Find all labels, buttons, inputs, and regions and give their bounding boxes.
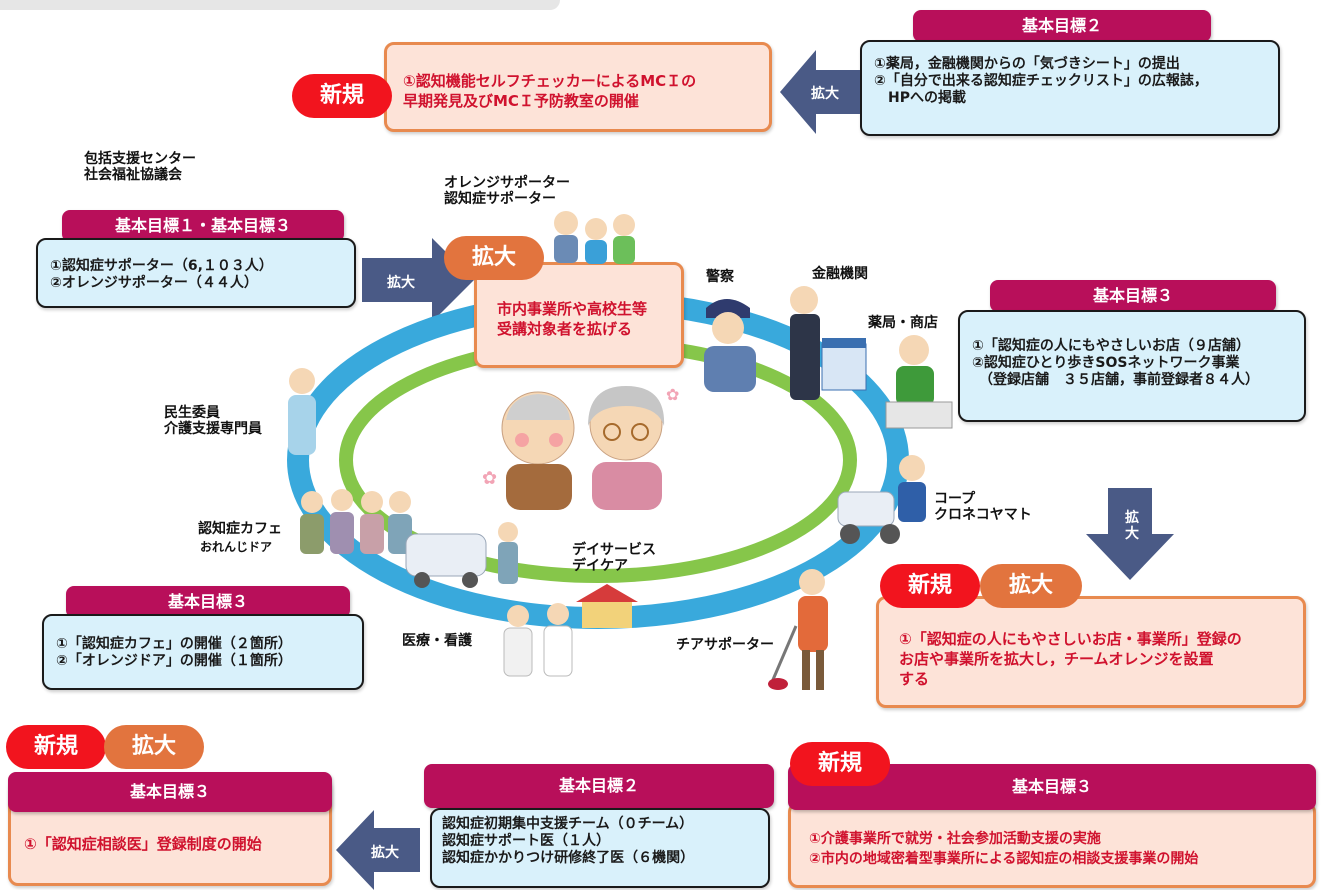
right-new-badge: 新規 xyxy=(880,564,980,608)
bottom-left-expand-badge: 拡大 xyxy=(104,725,204,769)
bottom-expand-arrow xyxy=(336,810,420,890)
caregiver-illustration xyxy=(288,368,316,455)
cheer-supporter-illustration xyxy=(768,569,828,690)
bottom-left-text: ①「認知症相談医」登録制度の開始 xyxy=(24,835,262,853)
svg-text:✿: ✿ xyxy=(666,385,679,404)
bottom-mid-body: 認知症初期集中支援チーム（０チーム） 認知症サポート医（１人） 認知症かかりつけ… xyxy=(430,808,770,888)
elderly-couple-illustration: ✿ ✿ xyxy=(482,385,679,510)
bottom-left-header: 基本目標３ xyxy=(8,772,332,812)
label-bank: 金融機関 xyxy=(812,266,868,282)
label-orange-supporter: オレンジサポーター 認知症サポーター xyxy=(444,175,570,207)
label-pharmacy: 薬局・商店 xyxy=(868,315,938,331)
left-goal3-body: ①「認知症カフェ」の開催（２箇所） ②「オレンジドア」の開催（１箇所） xyxy=(42,614,364,690)
dayservice-illustration xyxy=(405,522,518,588)
svg-text:✿: ✿ xyxy=(482,468,497,489)
top-new-badge: 新規 xyxy=(292,74,392,118)
delivery-illustration xyxy=(837,455,926,544)
bottom-left-new-badge: 新規 xyxy=(6,725,106,769)
right-arrow-label: 拡 大 xyxy=(1122,510,1142,542)
bottom-mid-header: 基本目標２ xyxy=(424,764,774,808)
top-arrow-label: 拡大 xyxy=(811,86,839,102)
label-cafe: 認知症カフェ xyxy=(198,521,282,537)
bottom-arrow-label: 拡大 xyxy=(371,845,399,861)
goal13-arrow-label: 拡大 xyxy=(387,275,415,291)
right-goal3-header: 基本目標３ xyxy=(990,280,1276,312)
top-goal2-header: 基本目標２ xyxy=(913,10,1211,42)
top-tab-bar xyxy=(0,0,560,10)
label-cafe-sub: おれんじドア xyxy=(200,540,273,554)
label-coop: コープ クロネコヤマト xyxy=(934,491,1032,523)
right-new-box: ①「認知症の人にもやさしいお店・事業所」登録の お店や事業所を拡大し，チームオレ… xyxy=(876,596,1306,708)
right-goal3-body: ①「認知症の人にもやさしいお店（９店舗） ②認知症ひとり歩きSOSネットワーク事… xyxy=(958,310,1306,422)
shopkeeper-illustration xyxy=(885,335,953,429)
center-org-label: 包括支援センター 社会福祉協議会 xyxy=(84,151,196,183)
right-expand-badge: 拡大 xyxy=(980,564,1082,608)
center-expand-box: 市内事業所や高校生等 受講対象者を拡げる xyxy=(474,262,684,368)
center-expand-badge: 拡大 xyxy=(444,236,544,280)
goal13-header: 基本目標１・基本目標３ xyxy=(62,210,344,242)
label-cheer: チアサポーター xyxy=(676,637,774,653)
goal13-body: ①認知症サポーター（6,１０３人） ②オレンジサポーター（４４人） xyxy=(36,238,356,308)
label-minsei: 民生委員 介護支援専門員 xyxy=(164,405,262,437)
top-goal2-body: ①薬局，金融機関からの「気づきシート」の提出 ②「自分で出来る認知症チェックリス… xyxy=(860,40,1280,136)
label-police: 警察 xyxy=(706,269,734,285)
right-arrow-char1: 拡 xyxy=(1125,510,1139,526)
medical-illustration xyxy=(503,603,573,677)
left-goal3-header: 基本目標３ xyxy=(66,586,350,618)
right-arrow-char2: 大 xyxy=(1125,526,1139,542)
label-dayservice: デイサービス デイケア xyxy=(572,542,656,574)
label-medical: 医療・看護 xyxy=(402,633,472,649)
cafe-group-illustration xyxy=(300,489,412,554)
bank-illustration xyxy=(790,286,867,400)
police-illustration xyxy=(704,299,756,392)
bottom-right-box: ①介護事業所で就労・社会参加活動支援の実施 ②市内の地域密着型事業所による認知症… xyxy=(788,802,1316,888)
bottom-right-new-badge: 新規 xyxy=(790,742,890,786)
supporters-illustration xyxy=(554,211,635,264)
house-illustration xyxy=(576,584,638,628)
right-expand-arrow xyxy=(1086,488,1174,580)
top-expand-arrow xyxy=(780,50,860,134)
